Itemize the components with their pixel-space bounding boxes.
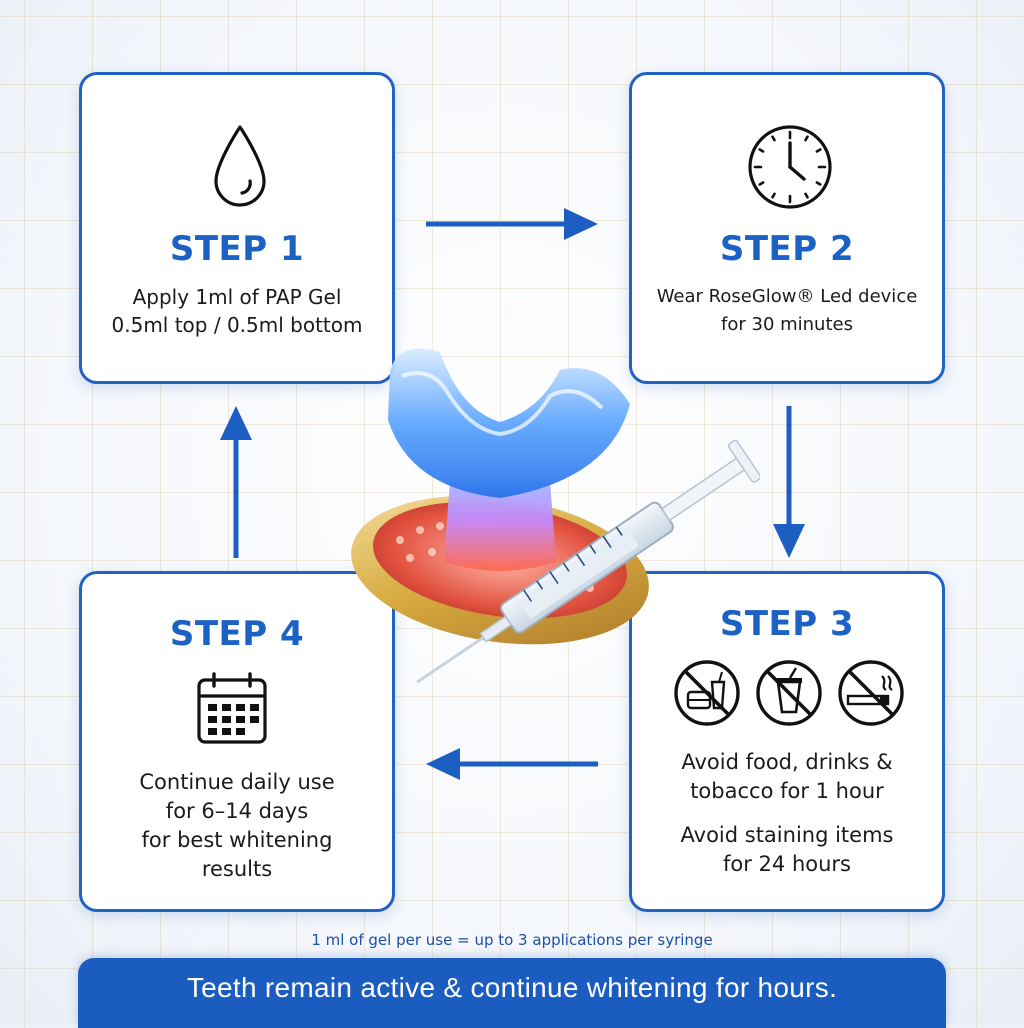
step-3-line-4: for 24 hours [723,852,851,876]
arrow-right-icon [426,208,598,240]
arrow-left-icon [426,748,598,780]
step-4-line-2: for 6–14 days [165,799,309,823]
footer-banner-text: Teeth remain active & continue whitening… [186,972,838,1003]
arrow-down-icon [773,406,805,558]
step-1-line-2: 0.5ml top / 0.5ml bottom [111,313,363,337]
step-4-line-4: results [201,857,273,881]
led-device-and-syringe-illustration [351,348,760,684]
step-3-title: STEP 3 [719,604,855,644]
footer-banner: Teeth remain active & continue whitening… [78,958,946,1028]
arrow-up-icon [220,406,252,558]
step-4-line-1: Continue daily use [139,770,335,794]
water-drop-icon [214,125,266,207]
no-smoking-icon [838,660,904,726]
step-3-line-2: tobacco for 1 hour [690,779,884,803]
step-4-line-3: for best whitening [141,828,333,852]
calendar-icon [197,672,267,744]
step-4-title: STEP 4 [169,614,305,654]
no-food-icon [674,660,740,726]
step-2-line-2: for 30 minutes [721,314,853,335]
clock-icon [748,125,832,209]
step-1-title: STEP 1 [169,229,305,269]
step-3-line-1: Avoid food, drinks & [681,750,893,774]
step-2-title: STEP 2 [719,229,855,269]
step-3-line-3: Avoid staining items [680,823,894,847]
usage-note: 1 ml of gel per use = up to 3 applicatio… [311,931,713,949]
step-2-card: STEP 2 Wear RoseGlow® Led device for 30 … [629,72,945,384]
step-2-line-1: Wear RoseGlow® Led device [656,286,918,307]
no-drinks-icon [756,660,822,726]
step-1-card: STEP 1 Apply 1ml of PAP Gel 0.5ml top / … [79,72,395,384]
step-1-line-1: Apply 1ml of PAP Gel [132,285,342,309]
step-4-card: STEP 4 Continue daily use for 6–14 days … [79,571,395,912]
step-3-card: STEP 3 Avoid food, drinks & tobacco for … [629,571,945,912]
